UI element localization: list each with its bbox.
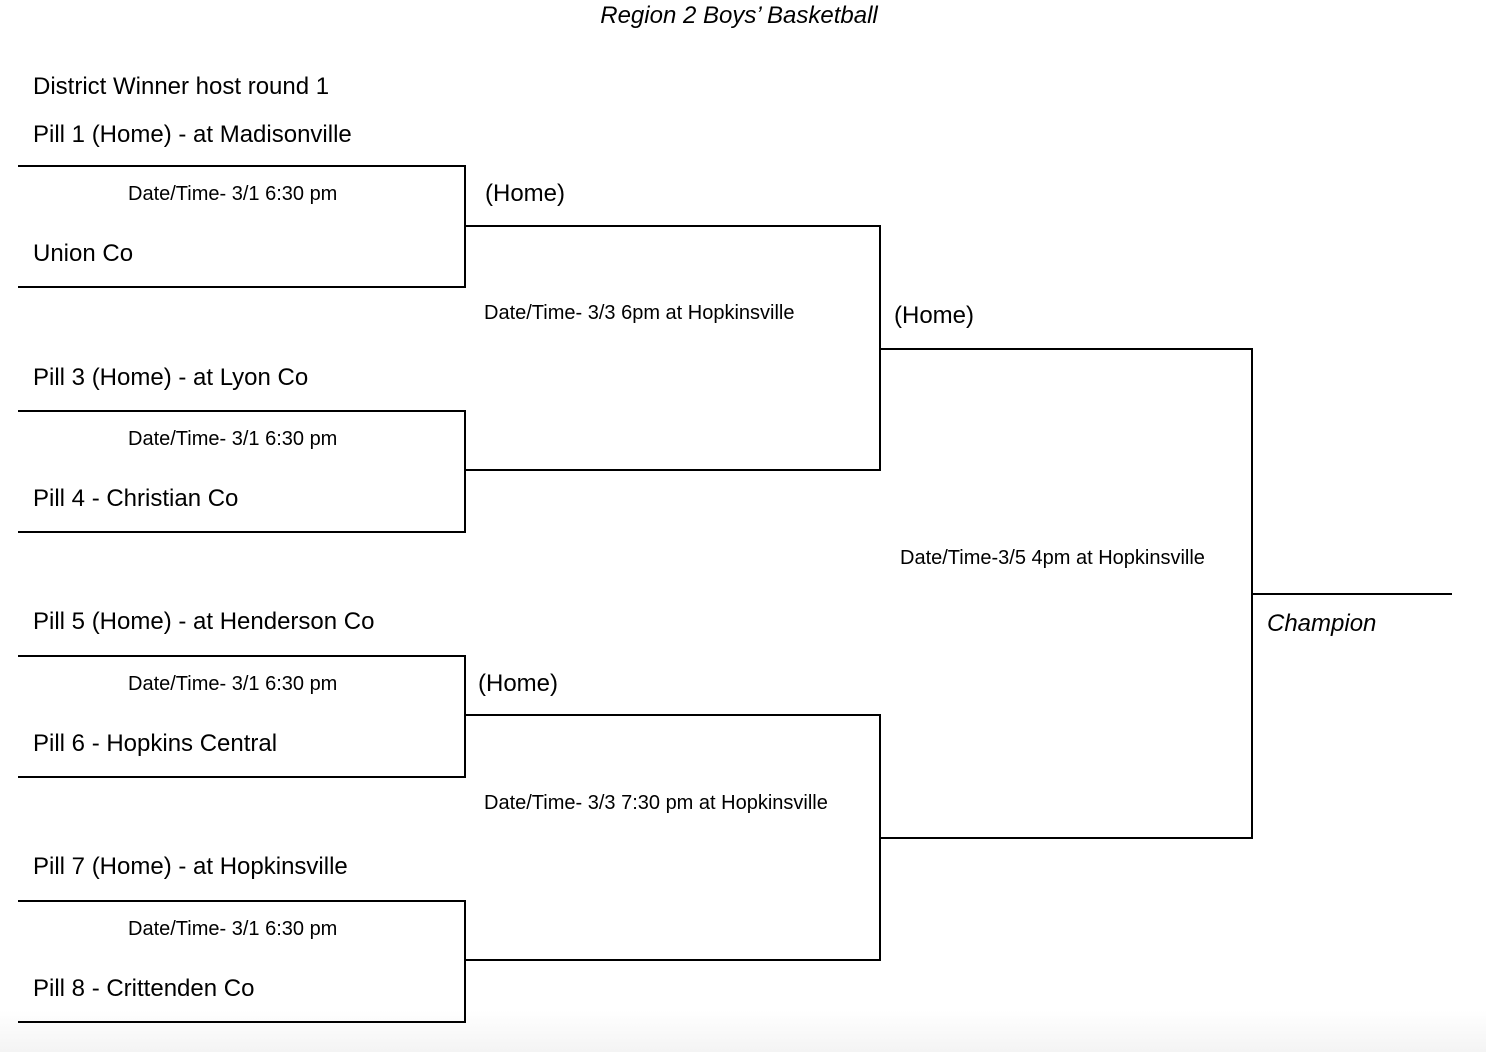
bracket-line <box>18 1021 466 1023</box>
bracket-line <box>18 900 466 902</box>
bracket-line <box>879 348 1253 350</box>
bracket-line <box>464 959 881 961</box>
home-label: (Home) <box>478 670 559 697</box>
bracket-connector <box>464 655 466 778</box>
bracket-line <box>464 225 881 227</box>
champion-label: Champion <box>1267 610 1377 637</box>
home-team: Pill 5 (Home) - at Henderson Co <box>33 608 375 635</box>
bracket-line <box>464 469 881 471</box>
bracket-heading: District Winner host round 1 <box>33 73 330 100</box>
bracket-line <box>18 410 466 412</box>
away-team: Pill 6 - Hopkins Central <box>33 730 278 757</box>
home-team: Pill 7 (Home) - at Hopkinsville <box>33 853 348 880</box>
bracket-line <box>18 531 466 533</box>
bracket-line <box>18 165 466 167</box>
home-label: (Home) <box>485 180 566 207</box>
game-datetime: Date/Time- 3/1 6:30 pm <box>128 428 338 450</box>
game-datetime: Date/Time- 3/3 6pm at Hopkinsville <box>484 302 795 324</box>
bracket-line <box>18 776 466 778</box>
home-team: Pill 1 (Home) - at Madisonville <box>33 121 352 148</box>
bracket-line <box>18 286 466 288</box>
bracket-line <box>879 837 1253 839</box>
home-label: (Home) <box>894 302 975 329</box>
game-datetime: Date/Time- 3/1 6:30 pm <box>128 673 338 695</box>
bracket-connector <box>464 410 466 533</box>
page-title: Region 2 Boys’ Basketball <box>600 2 878 29</box>
game-datetime: Date/Time- 3/3 7:30 pm at Hopkinsville <box>484 792 828 814</box>
game-datetime: Date/Time- 3/1 6:30 pm <box>128 918 338 940</box>
game-datetime: Date/Time-3/5 4pm at Hopkinsville <box>900 547 1205 569</box>
bracket-line <box>18 655 466 657</box>
away-team: Union Co <box>33 240 134 267</box>
home-team: Pill 3 (Home) - at Lyon Co <box>33 364 309 391</box>
away-team: Pill 4 - Christian Co <box>33 485 239 512</box>
game-datetime: Date/Time- 3/1 6:30 pm <box>128 183 338 205</box>
bracket-line <box>464 714 881 716</box>
bracket-line <box>1251 593 1452 595</box>
bracket-connector <box>464 900 466 1023</box>
away-team: Pill 8 - Crittenden Co <box>33 975 255 1002</box>
